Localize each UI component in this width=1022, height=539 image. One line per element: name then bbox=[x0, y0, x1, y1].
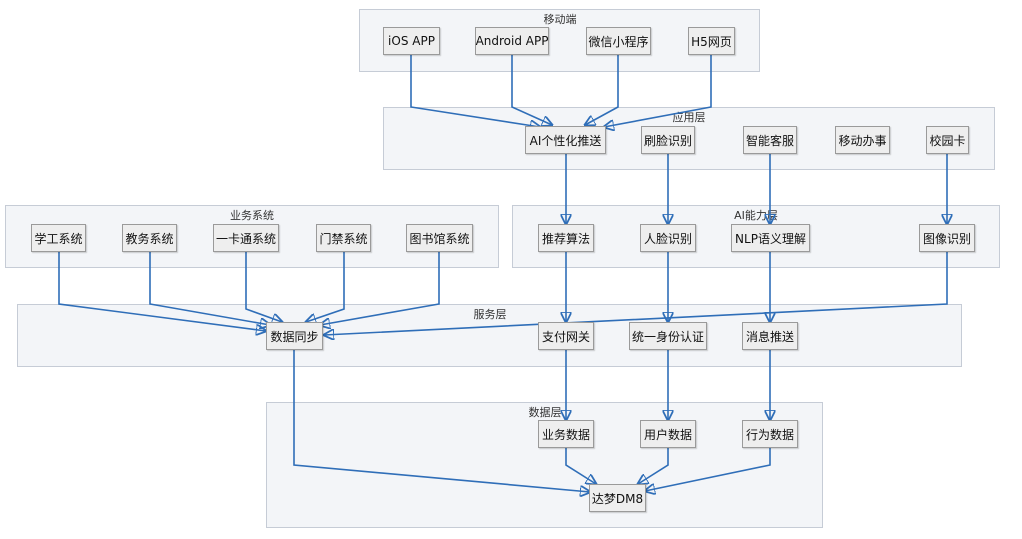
group-title-mobile: 移动端 bbox=[543, 13, 577, 26]
group-title-ai-layer: AI能力层 bbox=[734, 209, 778, 222]
group-title-service-layer: 服务层 bbox=[473, 308, 507, 321]
node-library-system[interactable]: 图书馆系统 bbox=[406, 224, 473, 252]
node-dameng-dm8[interactable]: 达梦DM8 bbox=[589, 484, 646, 512]
node-face-recognition[interactable]: 人脸识别 bbox=[640, 224, 696, 252]
node-wechat-miniprogram[interactable]: 微信小程序 bbox=[586, 27, 651, 55]
node-nlp-understanding[interactable]: NLP语义理解 bbox=[731, 224, 810, 252]
node-mobile-office[interactable]: 移动办事 bbox=[835, 126, 890, 154]
node-ios-app[interactable]: iOS APP bbox=[383, 27, 440, 55]
group-title-app-layer: 应用层 bbox=[672, 111, 706, 124]
node-face-swipe[interactable]: 刷脸识别 bbox=[641, 126, 695, 154]
node-message-push[interactable]: 消息推送 bbox=[742, 322, 798, 350]
node-student-affairs-system[interactable]: 学工系统 bbox=[31, 224, 86, 252]
node-access-control-system[interactable]: 门禁系统 bbox=[316, 224, 371, 252]
node-data-sync[interactable]: 数据同步 bbox=[266, 322, 323, 350]
node-unified-identity-auth[interactable]: 统一身份认证 bbox=[629, 322, 707, 350]
node-image-recognition[interactable]: 图像识别 bbox=[919, 224, 975, 252]
node-card-system[interactable]: 一卡通系统 bbox=[213, 224, 279, 252]
node-smart-customer-service[interactable]: 智能客服 bbox=[743, 126, 797, 154]
node-h5-web[interactable]: H5网页 bbox=[688, 27, 735, 55]
node-recommend-algorithm[interactable]: 推荐算法 bbox=[538, 224, 594, 252]
group-title-data-layer: 数据层 bbox=[528, 406, 562, 419]
node-ai-personalized-push[interactable]: AI个性化推送 bbox=[525, 126, 606, 154]
node-business-data[interactable]: 业务数据 bbox=[538, 420, 594, 448]
node-android-app[interactable]: Android APP bbox=[475, 27, 549, 55]
node-payment-gateway[interactable]: 支付网关 bbox=[538, 322, 594, 350]
node-academic-system[interactable]: 教务系统 bbox=[122, 224, 177, 252]
node-campus-card[interactable]: 校园卡 bbox=[926, 126, 969, 154]
node-behavior-data[interactable]: 行为数据 bbox=[742, 420, 798, 448]
node-user-data[interactable]: 用户数据 bbox=[640, 420, 696, 448]
group-title-business-systems: 业务系统 bbox=[230, 209, 274, 222]
